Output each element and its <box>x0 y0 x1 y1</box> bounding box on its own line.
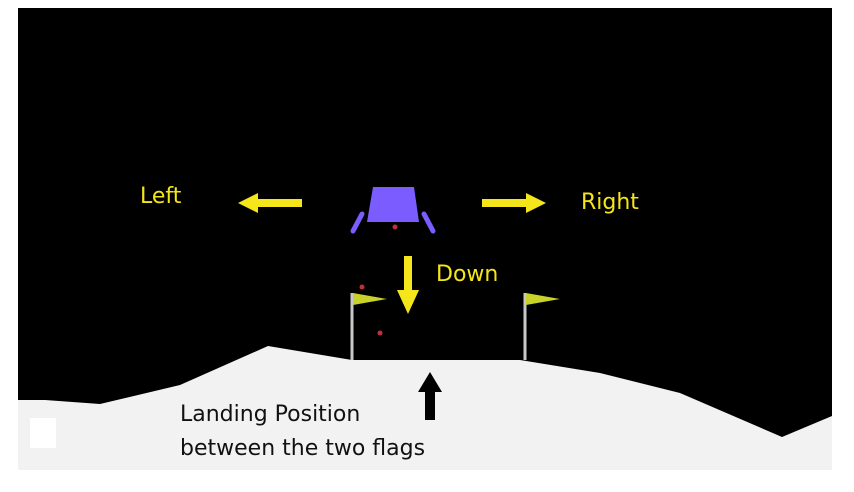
lander-icon <box>350 187 436 234</box>
left-label: Left <box>140 184 182 209</box>
caption-line-2: between the two flags <box>180 436 426 461</box>
left-flag <box>350 293 387 360</box>
right-flag <box>523 293 560 360</box>
up-arrow-icon <box>418 372 442 420</box>
exhaust-particle <box>359 284 365 290</box>
landing-caption: Landing Position between the two flags <box>180 398 425 466</box>
caption-line-1: Landing Position <box>180 402 361 427</box>
exhaust-particle <box>377 330 383 336</box>
down-arrow-icon <box>397 256 419 314</box>
right-label: Right <box>581 190 639 215</box>
corner-square <box>30 418 56 448</box>
left-arrow-icon <box>238 193 302 213</box>
right-arrow-icon <box>482 193 546 213</box>
down-label: Down <box>436 262 499 287</box>
